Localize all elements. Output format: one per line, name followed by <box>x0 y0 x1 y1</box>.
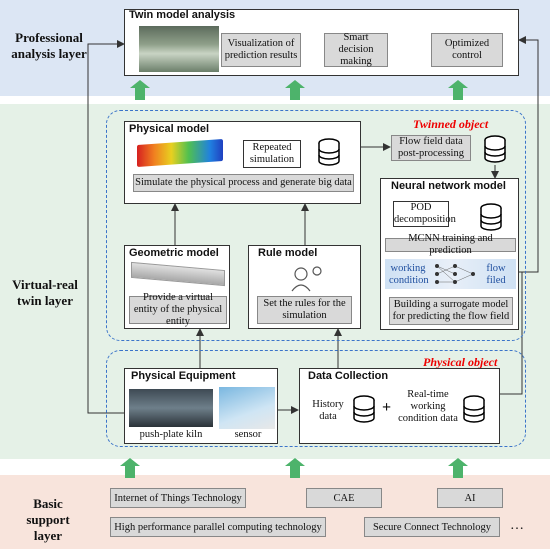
neural-network-box: Neural network model POD decomposition M… <box>380 178 519 330</box>
pod-box: POD decomposition <box>393 201 456 227</box>
twin-analysis-title: Twin model analysis <box>129 9 236 21</box>
collection-title: Data Collection <box>308 370 389 382</box>
mcnn-box: MCNN training and prediction <box>385 233 516 256</box>
optimized-control-box: Optimized control <box>431 33 503 67</box>
simulation-heatmap <box>137 138 223 168</box>
sensor-caption: sensor <box>234 429 262 440</box>
physical-object-label: Physical object <box>423 355 498 369</box>
rule-title: Rule model <box>258 247 318 259</box>
data-collection-box: Data Collection History data + Real-time… <box>299 368 500 444</box>
iot-box: Internet of Things Technology <box>110 488 246 508</box>
professional-layer-title: Professional analysis layer <box>11 30 87 61</box>
virtual-real-layer-title: Virtual-real twin layer <box>12 277 78 308</box>
physical-object-region <box>106 350 526 447</box>
rule-model-box: Rule model Set the rules for the simulat… <box>248 245 361 329</box>
realtime-data-label: Real-time working condition data <box>398 389 458 424</box>
flow-filed-label: flow filed <box>486 263 506 286</box>
geometric-title: Geometric model <box>129 247 219 259</box>
secure-box: Secure Connect Technology <box>364 517 500 537</box>
working-condition-label: working condition <box>389 263 429 286</box>
kiln-3d-model <box>131 261 225 287</box>
nn-diagram <box>385 259 516 289</box>
more-ellipsis: … <box>510 518 524 533</box>
geometric-model-box: Geometric model Provide a virtual entity… <box>124 245 230 329</box>
history-data-label: History data <box>312 399 344 422</box>
physical-model-title: Physical model <box>129 123 210 135</box>
geometric-desc-box: Provide a virtual entity of the physical… <box>129 292 227 327</box>
hpc-box: High performance parallel computing tech… <box>110 517 326 537</box>
neural-title: Neural network model <box>391 180 506 192</box>
physical-equipment-box: Physical Equipment push-plate kiln senso… <box>124 368 278 444</box>
visualization-box: Visualization of prediction results <box>221 33 301 67</box>
smart-decision-box: Smart decision making <box>324 32 388 67</box>
kiln-caption: push-plate kiln <box>139 429 203 440</box>
flow-field-post-box: Flow field data post-processing <box>391 135 471 161</box>
cae-box: CAE <box>306 488 382 508</box>
twinned-object-label: Twinned object <box>413 117 489 131</box>
plus-sign: + <box>382 399 392 416</box>
twinned-object-region <box>106 110 526 341</box>
kiln-photo <box>139 26 219 72</box>
sensor-photo <box>219 387 275 429</box>
twin-model-analysis-box: Twin model analysis Visualization of pre… <box>124 9 519 76</box>
equipment-title: Physical Equipment <box>131 370 236 382</box>
simulate-box: Simulate the physical process and genera… <box>133 174 354 192</box>
surrogate-box: Building a surrogate model for predictin… <box>389 297 513 325</box>
basic-layer-title: Basic support layer <box>26 496 70 543</box>
repeated-simulation-box: Repeated simulation <box>243 140 301 168</box>
rule-desc-box: Set the rules for the simulation <box>257 296 352 324</box>
physical-model-box: Physical model Repeated simulation Simul… <box>124 121 361 204</box>
kiln-equipment-photo <box>129 389 213 427</box>
ai-box: AI <box>437 488 503 508</box>
